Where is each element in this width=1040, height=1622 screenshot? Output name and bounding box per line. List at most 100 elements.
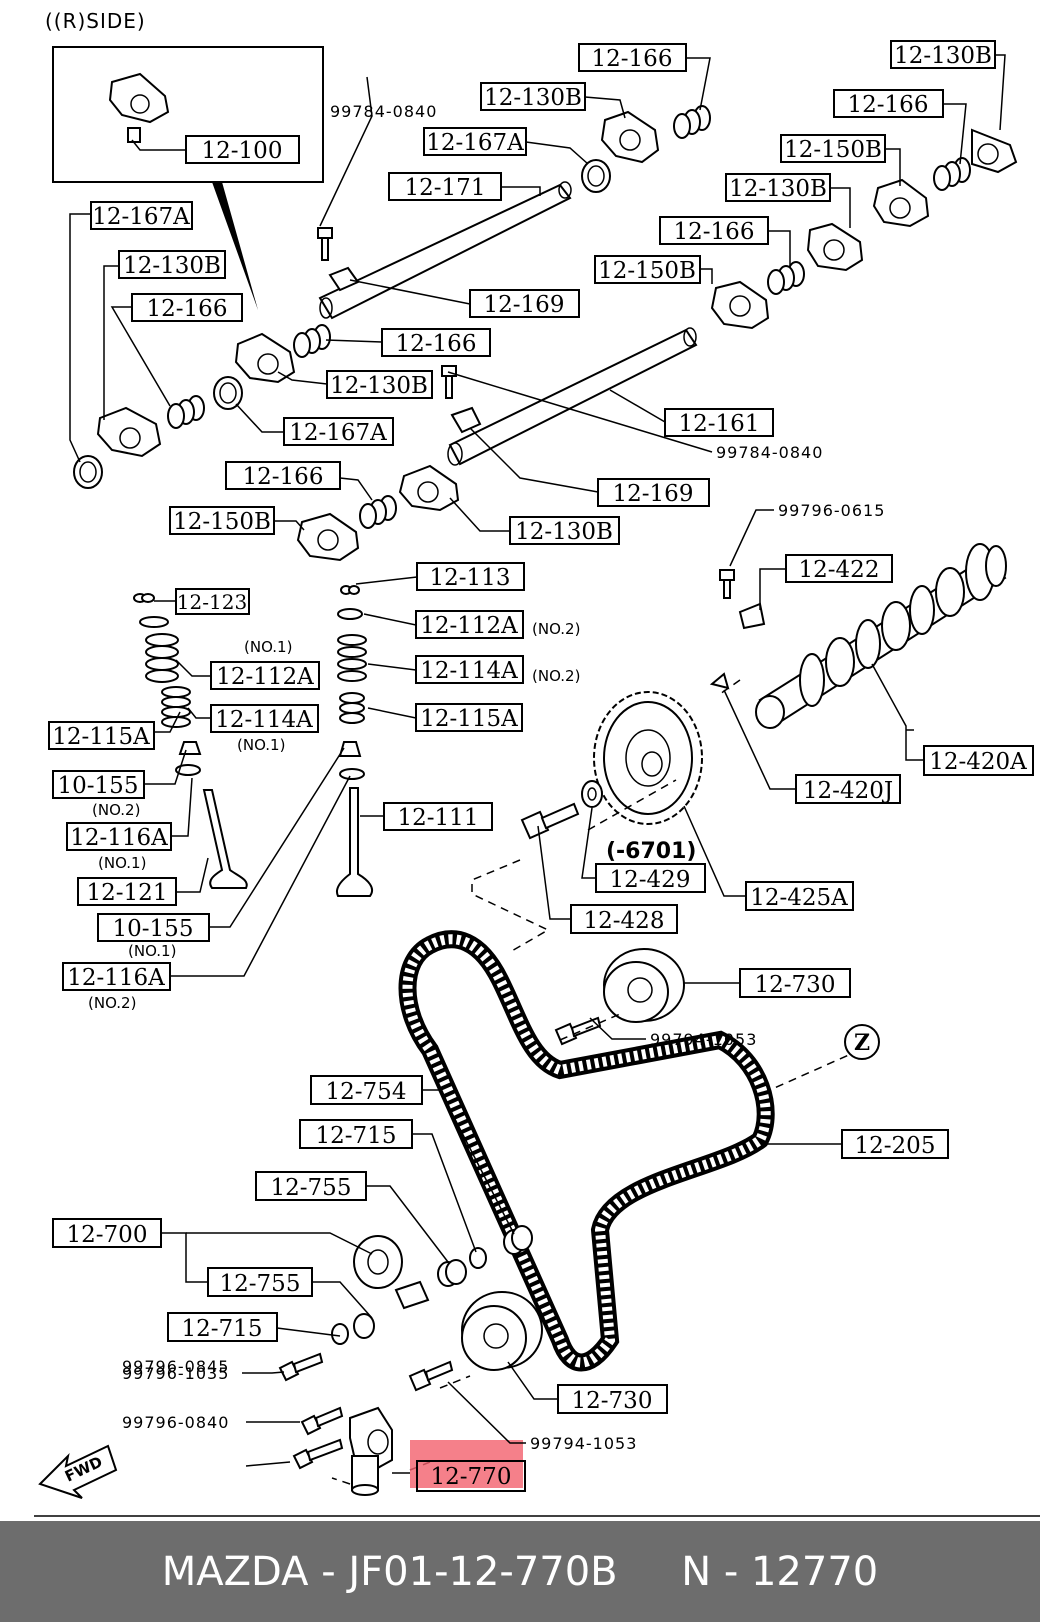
svg-text:12-123: 12-123 [177,590,247,614]
suffix-note: (-6701) [606,839,696,864]
tensioner-pulley-icon [353,1235,403,1289]
bolt-icon [408,1360,454,1392]
spring-icon [673,105,711,139]
position-note: (NO.1) [98,854,146,872]
svg-text:12-111: 12-111 [398,805,479,831]
rocker-arm-icon [710,280,770,330]
part-label: 12-167A [283,417,394,446]
svg-text:12-116A: 12-116A [70,825,168,851]
spring-retainer-icon [337,608,363,620]
timing-belt-icon [398,930,775,1372]
svg-text:Z: Z [854,1030,870,1056]
part-label: 12-700 [52,1218,162,1248]
part-label: 12-166 [131,293,243,322]
side-label: ((R)SIDE) [45,9,146,33]
view-z-marker: Z [844,1024,880,1060]
part-label: 10-155 [97,913,210,942]
svg-text:12-715: 12-715 [182,1316,263,1342]
bolt-part-number: 99796-0615 [778,501,885,520]
inset-rocker-arm-icon [108,72,170,143]
part-label: 12-130B [509,516,620,545]
svg-text:10-155: 10-155 [113,916,194,942]
bolt-icon [317,227,333,261]
part-label: 12-150B [594,255,701,284]
part-label: 12-420J [795,774,901,804]
part-label: 12-130B [890,40,996,69]
part-label: 12-115A [415,703,523,732]
svg-text:12-205: 12-205 [855,1133,936,1159]
bolt-part-number: 99794-1053 [650,1030,757,1049]
part-label: 12-166 [225,461,341,490]
camshaft-sensor-plate-icon [738,602,766,630]
part-label: 12-715 [299,1119,413,1149]
part-label: 12-114A [210,704,319,733]
position-note: (NO.2) [532,620,580,638]
svg-text:12-169: 12-169 [484,292,565,318]
svg-text:12-422: 12-422 [799,557,880,583]
valve-keeper-icon [340,585,360,595]
part-label: 12-130B [326,370,433,399]
part-label-selected[interactable]: 12-770 [416,1460,526,1492]
selected-part-highlight [410,1440,523,1488]
part-label: 12-715 [167,1312,278,1342]
svg-text:12-166: 12-166 [848,92,929,118]
pulley-bolt-icon [520,802,580,840]
spacer-icon [331,1323,349,1345]
part-label: 12-428 [570,904,678,934]
svg-text:12-116A: 12-116A [67,965,165,991]
rocker-arm-icon [872,178,930,228]
rocker-arm-icon [234,332,296,384]
valve-spring-seat-icon [133,593,169,628]
svg-text:12-755: 12-755 [271,1175,352,1201]
valve-spring-icon [337,634,367,724]
svg-text:12-167A: 12-167A [289,420,387,446]
part-label: 12-425A [745,881,854,911]
part-label: 12-171 [388,172,502,201]
forward-arrow-icon: FWD [38,1444,118,1499]
part-label: 12-116A [66,822,172,851]
part-label: 12-114A [415,655,524,684]
position-note: (NO.2) [532,667,580,685]
bolt-part-number: 99796-0840 [122,1413,229,1432]
bushing-icon [394,1280,430,1310]
svg-text:12-167A: 12-167A [92,204,190,230]
position-note: (NO.1) [244,638,292,656]
svg-text:12-166: 12-166 [243,464,324,490]
svg-text:12-130B: 12-130B [330,373,428,399]
dashed-guide [439,1375,471,1389]
svg-text:12-425A: 12-425A [750,885,848,911]
part-label: 12-429 [595,863,706,893]
svg-text:12-700: 12-700 [67,1222,148,1248]
part-label: 12-123 [175,588,250,615]
dashed-guide [331,1477,351,1485]
part-label: 12-121 [77,877,177,906]
bushing-icon [503,1225,533,1255]
spring-seat-icon [175,764,201,776]
bolt-icon [292,1438,344,1470]
leader-lines [69,54,1006,1474]
svg-text:12-169: 12-169 [613,481,694,507]
part-label: 12-169 [469,289,580,318]
washer-icon [469,1247,487,1269]
bushing-icon [437,1259,467,1287]
part-label: 12-755 [255,1171,367,1201]
part-label: 12-730 [557,1384,668,1414]
svg-text:12-428: 12-428 [584,908,665,934]
svg-text:12-171: 12-171 [405,175,486,201]
woodruff-key-icon [709,672,730,690]
rocker-arm-icon [96,406,162,458]
part-label: 12-166 [381,328,491,357]
svg-text:12-150B: 12-150B [173,509,271,535]
dashed-guide [559,1013,621,1041]
svg-text:12-754: 12-754 [326,1079,407,1105]
bolt-part-number: 99784-0840 [716,443,823,462]
camshaft-icon [755,543,1007,729]
svg-text:12-755: 12-755 [220,1271,301,1297]
svg-text:12-715: 12-715 [316,1123,397,1149]
svg-text:10-155: 10-155 [58,773,139,799]
svg-text:12-112A: 12-112A [420,613,518,639]
position-note: (NO.1) [237,736,285,754]
footer-part-number: MAZDA - JF01-12-770B N - 12770 [161,1548,879,1595]
svg-text:12-150B: 12-150B [784,137,882,163]
svg-text:12-115A: 12-115A [420,706,518,732]
